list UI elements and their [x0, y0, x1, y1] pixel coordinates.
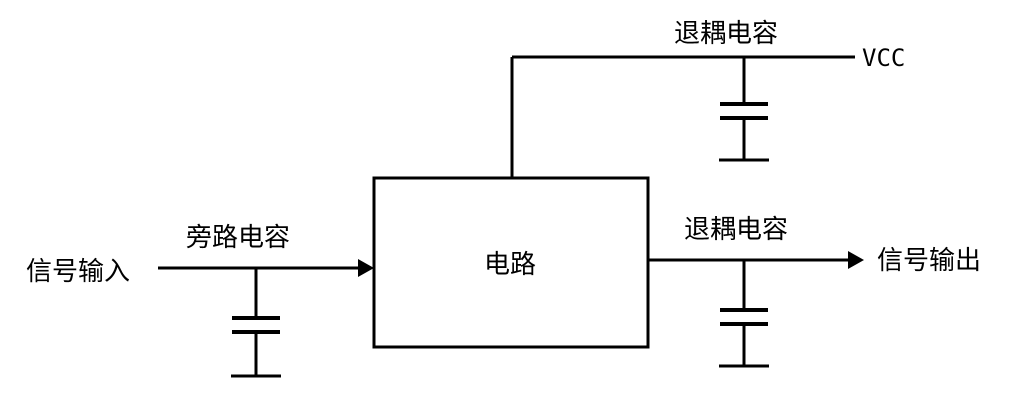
vcc-label: VCC	[862, 44, 905, 72]
bypass-capacitor-label: 旁路电容	[186, 223, 290, 253]
bypass-capacitor	[231, 268, 281, 378]
output-signal-label: 信号输出	[877, 246, 981, 276]
circuit-block	[372, 176, 650, 349]
decoupling-capacitor-right	[719, 260, 769, 368]
circuit-label: 电路	[484, 250, 536, 280]
output-arrow	[848, 251, 864, 269]
vcc-rail	[510, 55, 855, 178]
input-arrow	[358, 259, 374, 277]
decoupling-capacitor-right-label: 退耦电容	[684, 215, 788, 245]
decoupling-capacitor-top	[719, 57, 769, 162]
input-signal-label: 信号输入	[26, 257, 130, 287]
decoupling-capacitor-top-label: 退耦电容	[674, 19, 778, 49]
